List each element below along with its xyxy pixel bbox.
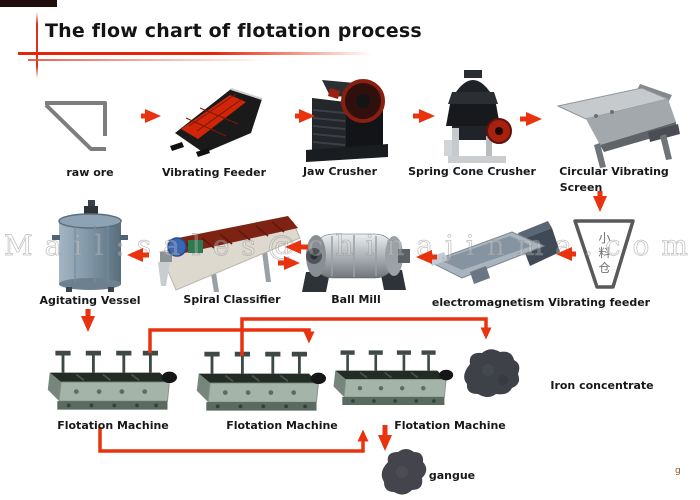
- agitating-vessel-label: Agitating Vessel: [39, 294, 141, 307]
- page-title: The flow chart of flotation process: [45, 20, 422, 42]
- circular-vibrating-screen-label-line1: Circular Vibrating: [559, 165, 669, 178]
- ball-mill-icon: [302, 233, 410, 292]
- jaw-crusher-label: Jaw Crusher: [302, 165, 378, 178]
- hopper-icon: [573, 219, 635, 289]
- vertical-red-line: [36, 12, 38, 78]
- circular-vibrating-screen-label-line2: Screen: [559, 181, 603, 194]
- ball-mill-label: Ball Mill: [331, 293, 381, 306]
- flotation-machine-2-label: Flotation Machine: [226, 419, 338, 432]
- vibrating-feeder-label: Vibrating Feeder: [161, 166, 267, 179]
- spring-cone-crusher-icon: [444, 70, 512, 163]
- flotation-machine-2-icon: [195, 350, 327, 412]
- horizontal-red-line-1: [18, 52, 372, 55]
- circular-vibrating-screen-icon: [556, 84, 680, 168]
- gangue-icon: [381, 449, 427, 495]
- raw-ore-label: raw ore: [66, 166, 114, 179]
- iron-concentrate-icon: [464, 349, 520, 397]
- watermark-text: Mail:sales@chinajinma.com: [4, 229, 700, 263]
- flotation-machine-3-icon: [332, 349, 455, 406]
- corner-decoration-bar: [0, 0, 57, 7]
- iron-concentrate-label: Iron concentrate: [550, 379, 654, 392]
- flotation-machine-1-icon: [46, 349, 178, 411]
- flotation-machine-3-label: Flotation Machine: [394, 419, 506, 432]
- electromagnetism-vibrating-feeder-icon: [428, 221, 560, 284]
- spring-cone-crusher-label: Spring Cone Crusher: [408, 165, 536, 178]
- raw-ore-icon: [44, 101, 107, 151]
- flotation-machine-1-label: Flotation Machine: [57, 419, 169, 432]
- corner-mark: g: [675, 466, 681, 476]
- vibrating-feeder-icon: [170, 88, 263, 157]
- agitating-vessel-icon: [52, 200, 128, 292]
- electromagnetism-vibrating-feeder-label: electromagnetism Vibrating feeder: [431, 296, 651, 309]
- horizontal-red-line-2: [28, 59, 270, 61]
- hopper-chinese-text: 小料仓: [598, 231, 611, 275]
- gangue-label: gangue: [428, 469, 476, 482]
- spiral-classifier-icon: [158, 216, 301, 292]
- jaw-crusher-icon: [306, 79, 388, 162]
- spiral-classifier-label: Spiral Classifier: [183, 293, 281, 306]
